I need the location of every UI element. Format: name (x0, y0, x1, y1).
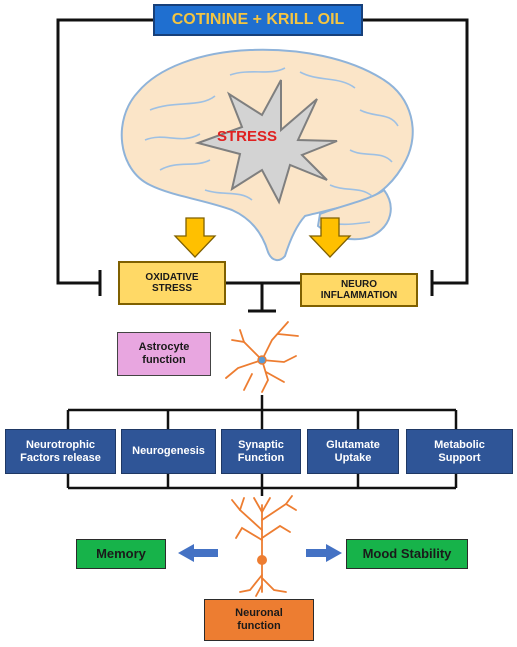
mood-stability-box: Mood Stability (346, 539, 468, 569)
function-label: Glutamate Uptake (326, 438, 380, 464)
astrocyte-cell (225, 321, 299, 393)
function-label: Metabolic Support (434, 438, 485, 464)
memory-box: Memory (76, 539, 166, 569)
arrow-to-mood (306, 544, 342, 562)
function-label: Neurotrophic Factors release (20, 438, 101, 464)
down-arrow-inflammation (308, 217, 352, 258)
function-box-glutamate: Glutamate Uptake (307, 429, 399, 474)
astrocyte-nucleus (257, 355, 267, 365)
function-bracket-bottom (66, 474, 458, 496)
arrow-to-memory (178, 544, 218, 562)
function-label: Synaptic Function (237, 438, 285, 464)
neuroinflammation-box: NEURO INFLAMMATION (300, 273, 418, 307)
neuron-soma (257, 555, 267, 565)
neuron-cell (231, 495, 297, 597)
stress-label: STRESS (217, 128, 277, 145)
brain-illustration (120, 48, 414, 262)
stress-burst (194, 79, 338, 205)
neuronal-function-label: Neuronal function (235, 607, 283, 632)
oxidative-stress-box: OXIDATIVE STRESS (118, 261, 226, 305)
function-box-metabolic: Metabolic Support (406, 429, 513, 474)
neuroinflammation-label: NEURO INFLAMMATION (320, 278, 398, 302)
oxidative-stress-label: OXIDATIVE STRESS (145, 271, 199, 295)
function-bracket-top (66, 395, 458, 429)
down-arrow-oxidative (173, 217, 217, 258)
astrocyte-function-label: Astrocyte function (138, 341, 190, 366)
neuronal-function-box: Neuronal function (204, 599, 314, 641)
function-box-neurogenesis: Neurogenesis (121, 429, 216, 474)
function-label: Neurogenesis (132, 445, 205, 458)
treatment-title: COTININE + KRILL OIL (153, 4, 363, 36)
astrocyte-function-box: Astrocyte function (117, 332, 211, 376)
function-box-synaptic: Synaptic Function (221, 429, 301, 474)
inhibition-lines (56, 18, 469, 313)
function-box-neurotrophic: Neurotrophic Factors release (5, 429, 116, 474)
